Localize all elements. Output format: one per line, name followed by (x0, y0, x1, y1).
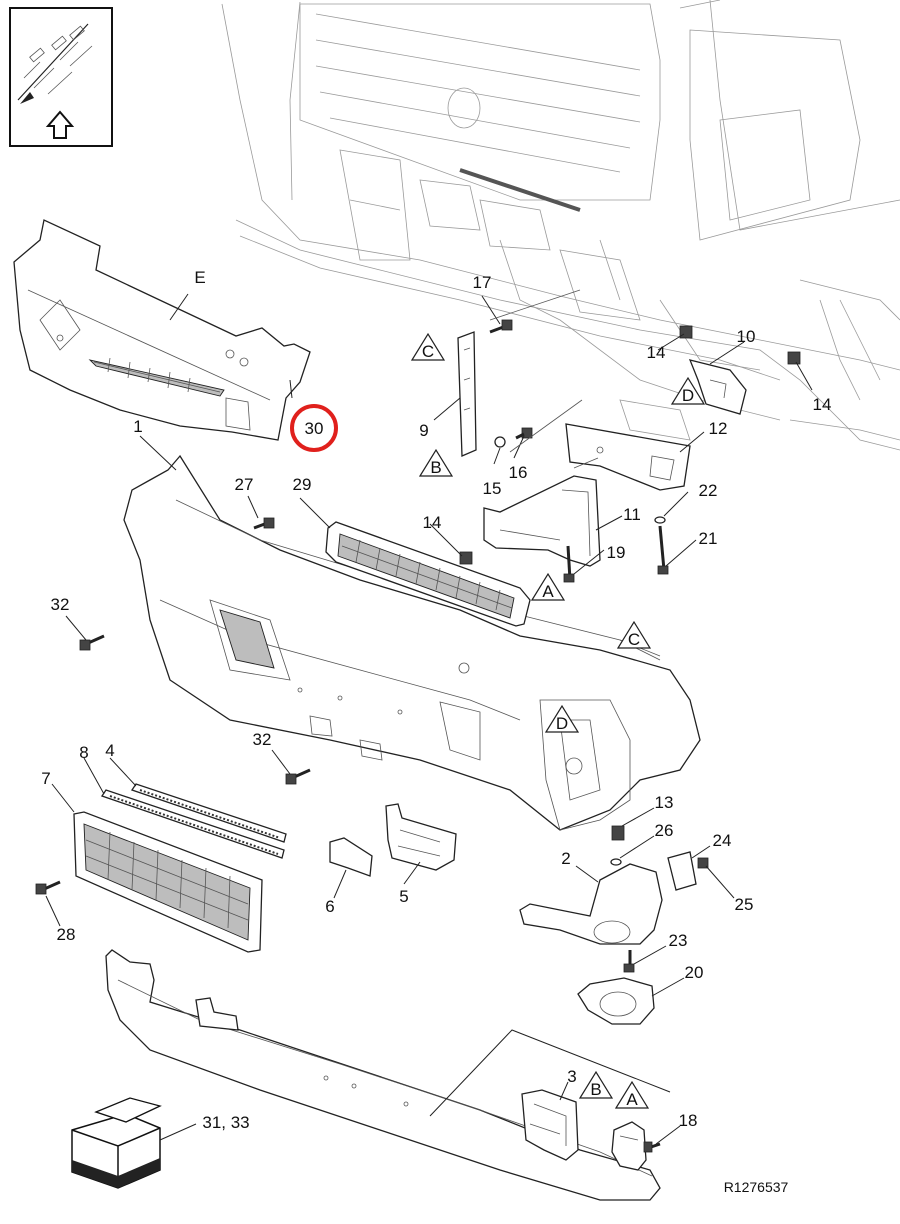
callout-6[interactable]: 6 (325, 897, 334, 916)
part-6-clip (329, 837, 373, 877)
callout-27[interactable]: 27 (235, 475, 254, 494)
svg-text:C: C (628, 630, 640, 649)
detail-marker-A1: A (530, 572, 566, 601)
callout-29[interactable]: 29 (293, 475, 312, 494)
screw-18 (643, 1141, 661, 1153)
screw-27 (253, 517, 275, 530)
svg-text:A: A (626, 1090, 638, 1109)
callout-31-33[interactable]: 31, 33 (202, 1113, 249, 1132)
screw-16 (515, 427, 533, 440)
callout-11[interactable]: 11 (623, 505, 641, 524)
direction-view-icon (9, 7, 113, 147)
nut-14b (679, 325, 693, 339)
detail-marker-D2: D (544, 704, 580, 733)
callout-2[interactable]: 2 (561, 849, 570, 868)
detail-markers: C B D A C D B A (410, 332, 706, 1109)
callout-14-right-upper[interactable]: 14 (647, 343, 666, 362)
part-E-grille-panel (13, 219, 311, 441)
part-24-clip (667, 851, 697, 891)
detail-marker-D1: D (670, 376, 706, 405)
callout-7[interactable]: 7 (41, 769, 50, 788)
svg-text:A: A (542, 582, 554, 601)
detail-marker-B2: B (578, 1070, 614, 1099)
callout-4[interactable]: 4 (105, 741, 114, 760)
detail-marker-A2: A (614, 1080, 650, 1109)
callout-30[interactable]: 30 (305, 419, 324, 438)
callout-19[interactable]: 19 (607, 543, 626, 562)
part-10-bracket (688, 359, 747, 415)
detail-marker-B1: B (418, 448, 454, 477)
part-18-clip (611, 1121, 647, 1171)
part-9-bracket (457, 331, 477, 457)
callout-22[interactable]: 22 (699, 481, 718, 500)
part-8-4-strips (100, 783, 287, 859)
callout-26[interactable]: 26 (655, 821, 674, 840)
screw-19 (563, 545, 575, 583)
leader-lines (45, 289, 813, 1145)
callout-21[interactable]: 21 (699, 529, 718, 548)
screw-23 (623, 950, 635, 973)
callout-18[interactable]: 18 (679, 1111, 698, 1130)
callout-17[interactable]: 17 (473, 273, 492, 292)
detail-marker-C1: C (410, 332, 446, 361)
nut-14a (459, 551, 473, 565)
svg-text:D: D (682, 386, 694, 405)
callout-14-center[interactable]: 14 (423, 513, 442, 532)
reference-code: R1276537 (724, 1179, 789, 1195)
fasteners (35, 319, 801, 1153)
svg-text:C: C (422, 342, 434, 361)
callout-1[interactable]: 1 (133, 417, 142, 436)
detail-marker-C2: C (616, 620, 652, 649)
bolt-21 (657, 525, 669, 575)
lower-spoiler (105, 949, 661, 1201)
callout-8[interactable]: 8 (79, 743, 88, 762)
washer-26 (610, 858, 622, 866)
callout-20[interactable]: 20 (685, 963, 704, 982)
screw-25 (697, 857, 709, 869)
callout-23[interactable]: 23 (669, 931, 688, 950)
callout-13[interactable]: 13 (655, 793, 674, 812)
callout-25[interactable]: 25 (735, 895, 754, 914)
svg-text:B: B (590, 1080, 601, 1099)
nut-15 (494, 436, 506, 448)
callout-9[interactable]: 9 (419, 421, 428, 440)
screw-28 (35, 880, 61, 895)
callout-32-upper[interactable]: 32 (51, 595, 70, 614)
part-3-bracket (521, 1089, 579, 1161)
part-1-bumper (123, 454, 701, 831)
callout-10[interactable]: 10 (737, 327, 756, 346)
part-29-center-grille (325, 521, 531, 627)
nut-14c (787, 351, 801, 365)
parts-box-icon (71, 1097, 162, 1189)
nut-13 (611, 825, 625, 841)
part-5-bracket (385, 803, 457, 871)
part-11-12-brackets (483, 423, 691, 567)
callout-3[interactable]: 3 (567, 1067, 576, 1086)
part-20-lamp-ring (577, 977, 655, 1025)
callout-32-lower[interactable]: 32 (253, 730, 272, 749)
callout-5[interactable]: 5 (399, 887, 408, 906)
truck-cab-background (221, 0, 900, 451)
svg-text:D: D (556, 714, 568, 733)
screw-32a (79, 634, 105, 651)
callout-15[interactable]: 15 (483, 479, 502, 498)
callout-14-right[interactable]: 14 (813, 395, 832, 414)
callout-16[interactable]: 16 (509, 463, 528, 482)
part-2-lamp-bracket (519, 863, 663, 945)
washer-22 (654, 516, 666, 524)
callout-labels: E 30 1 27 29 32 32 17 9 15 16 14 11 12 2… (41, 268, 831, 1132)
screw-17 (489, 319, 513, 334)
screw-32b (285, 768, 311, 785)
svg-text:B: B (430, 458, 441, 477)
part-7-lower-grille (73, 811, 263, 953)
callout-24[interactable]: 24 (713, 831, 732, 850)
callout-E[interactable]: E (194, 268, 205, 287)
highlight-circle (290, 404, 338, 452)
callout-12[interactable]: 12 (709, 419, 728, 438)
callout-28[interactable]: 28 (57, 925, 76, 944)
